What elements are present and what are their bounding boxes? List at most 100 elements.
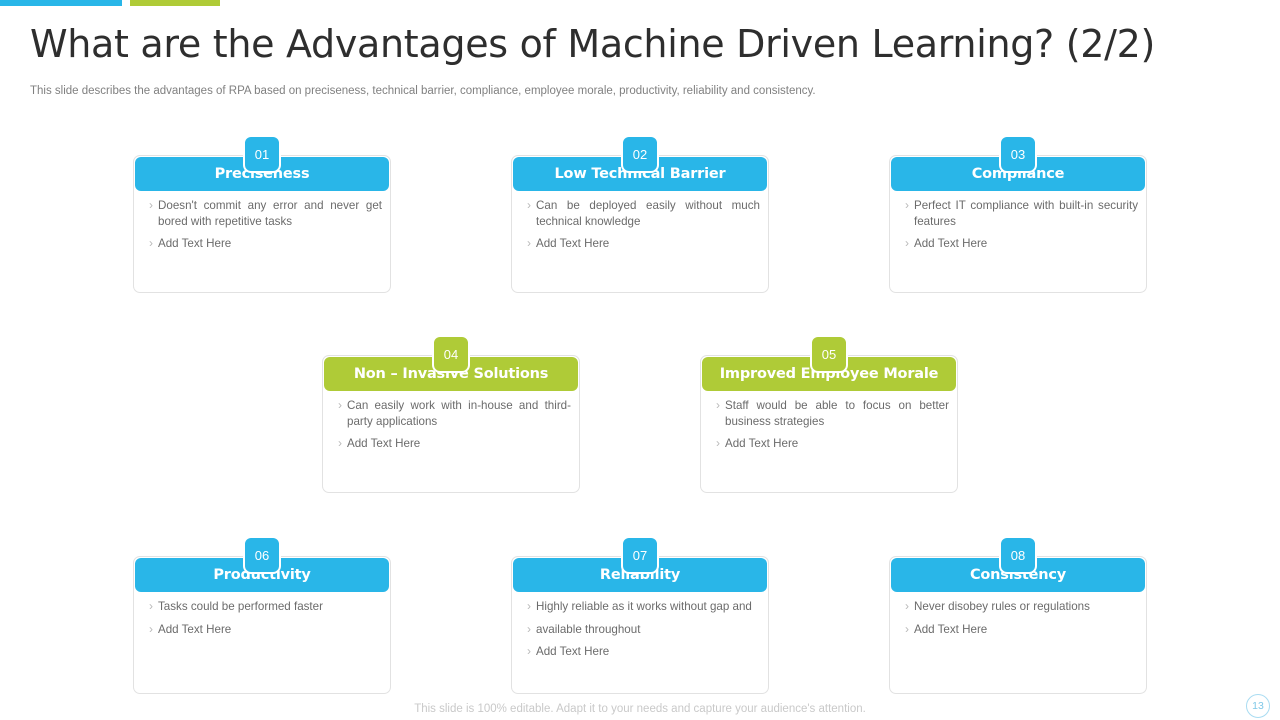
list-item[interactable]: › Tasks could be performed faster	[144, 599, 382, 615]
list-item[interactable]: › Add Text Here	[144, 622, 382, 638]
accent-bar-blue	[0, 0, 122, 6]
list-item-label: Add Text Here	[914, 237, 988, 250]
list-item[interactable]: › Add Text Here	[522, 236, 760, 252]
list-item[interactable]: › Add Text Here	[144, 236, 382, 252]
card-title: Low Technical Barrier	[554, 166, 726, 182]
page-title: What are the Advantages of Machine Drive…	[30, 22, 1156, 66]
card-title: Compliance	[971, 166, 1065, 182]
list-item[interactable]: › Add Text Here	[711, 436, 949, 452]
list-item-label: Add Text Here	[347, 437, 421, 450]
chevron-right-icon: ›	[716, 398, 720, 412]
card-body: › Staff would be able to focus on better …	[711, 398, 949, 459]
chevron-right-icon: ›	[905, 236, 909, 250]
chevron-right-icon: ›	[338, 436, 342, 450]
card-number-badge: 07	[621, 536, 659, 574]
page-number-badge: 13	[1246, 694, 1270, 718]
list-item[interactable]: › available throughout	[522, 622, 760, 638]
card-header[interactable]: Non – Invasive Solutions	[324, 357, 578, 391]
card-number-value: 07	[632, 547, 648, 563]
list-item[interactable]: › Can easily work with in-house and third…	[333, 398, 571, 429]
list-item-label: Can easily work with in-house and third-…	[347, 399, 571, 428]
card-body: › Never disobey rules or regulations › Add …	[900, 599, 1138, 644]
chevron-right-icon: ›	[338, 398, 342, 412]
card-number-badge: 05	[810, 335, 848, 373]
footer-note: This slide is 100% editable. Adapt it to…	[414, 703, 866, 715]
card-body: ›Perfect IT compliance with built-in sec…	[900, 198, 1138, 259]
chevron-right-icon: ›	[149, 621, 153, 636]
chevron-right-icon: ›	[527, 198, 531, 212]
list-item[interactable]: › Add Text Here	[522, 644, 760, 660]
card-body: › Can easily work with in-house and third…	[333, 398, 571, 459]
list-item-label: Never disobey rules or regulations	[914, 600, 1090, 613]
chevron-right-icon: ›	[149, 599, 153, 613]
list-item[interactable]: › Doesn't commit any error and never get …	[144, 198, 382, 229]
chevron-right-icon: ›	[905, 198, 909, 212]
list-item-label: Tasks could be performed faster	[158, 600, 323, 613]
chevron-right-icon: ›	[149, 198, 153, 212]
card-body: › Highly reliable as it works without gap…	[522, 599, 760, 667]
list-item[interactable]: › Add Text Here	[900, 622, 1138, 638]
card-number-value: 02	[632, 146, 648, 162]
card-number-badge: 02	[621, 135, 659, 173]
page-subtitle: This slide describes the advantages of R…	[30, 85, 816, 97]
card-body: › Doesn't commit any error and never get …	[144, 198, 382, 259]
list-item[interactable]: › Add Text Here	[900, 236, 1138, 252]
card-title: Improved Employee Morale	[719, 366, 939, 382]
card-number-badge: 03	[999, 135, 1037, 173]
card-number-value: 08	[1010, 547, 1026, 563]
list-item[interactable]: ›Perfect IT compliance with built-in sec…	[900, 198, 1138, 229]
list-item[interactable]: › Add Text Here	[333, 436, 571, 452]
list-item-label: Staff would be able to focus on better b…	[725, 399, 949, 428]
chevron-right-icon: ›	[527, 599, 531, 613]
chevron-right-icon: ›	[905, 599, 909, 613]
list-item-label: Add Text Here	[158, 237, 232, 250]
list-item-label: Add Text Here	[158, 622, 232, 636]
list-item-label: Add Text Here	[536, 237, 610, 250]
list-item[interactable]: › Staff would be able to focus on better …	[711, 398, 949, 429]
list-item-label: Doesn't commit any error and never get b…	[158, 199, 382, 228]
list-item-label: Add Text Here	[914, 622, 988, 636]
chevron-right-icon: ›	[527, 621, 531, 636]
card-body: › Can be deployed easily without much tec…	[522, 198, 760, 259]
card-header[interactable]: Consistency	[891, 558, 1145, 592]
card-number-value: 05	[821, 346, 837, 362]
card-title: Reliability	[599, 567, 681, 583]
card-number-badge: 01	[243, 135, 281, 173]
list-item[interactable]: › Highly reliable as it works without gap…	[522, 599, 760, 615]
card-number-value: 06	[254, 547, 270, 563]
list-item-label: Highly reliable as it works without gap …	[536, 600, 752, 613]
card-number-value: 01	[254, 146, 270, 162]
card-number-value: 03	[1010, 146, 1026, 162]
card-title: Non – Invasive Solutions	[353, 366, 549, 382]
card-title: Productivity	[213, 567, 311, 583]
card-title: Consistency	[969, 567, 1067, 583]
card-number-badge: 04	[432, 335, 470, 373]
chevron-right-icon: ›	[149, 236, 153, 250]
card-header[interactable]: Compliance	[891, 157, 1145, 191]
chevron-right-icon: ›	[527, 236, 531, 250]
card-number-value: 04	[443, 346, 459, 362]
list-item-label: Add Text Here	[536, 645, 610, 658]
list-item-label: Can be deployed easily without much tech…	[536, 199, 760, 228]
chevron-right-icon: ›	[716, 436, 720, 450]
list-item[interactable]: › Can be deployed easily without much tec…	[522, 198, 760, 229]
page-number-value: 13	[1252, 700, 1264, 712]
card-title: Preciseness	[214, 166, 310, 182]
chevron-right-icon: ›	[905, 621, 909, 636]
list-item[interactable]: › Never disobey rules or regulations	[900, 599, 1138, 615]
chevron-right-icon: ›	[527, 644, 531, 658]
list-item-label: available throughout	[536, 622, 641, 636]
card-header[interactable]: Improved Employee Morale	[702, 357, 956, 391]
card-number-badge: 08	[999, 536, 1037, 574]
list-item-label: Add Text Here	[725, 437, 799, 450]
accent-bar-green	[130, 0, 220, 6]
card-body: › Tasks could be performed faster › Add Tex…	[144, 599, 382, 644]
